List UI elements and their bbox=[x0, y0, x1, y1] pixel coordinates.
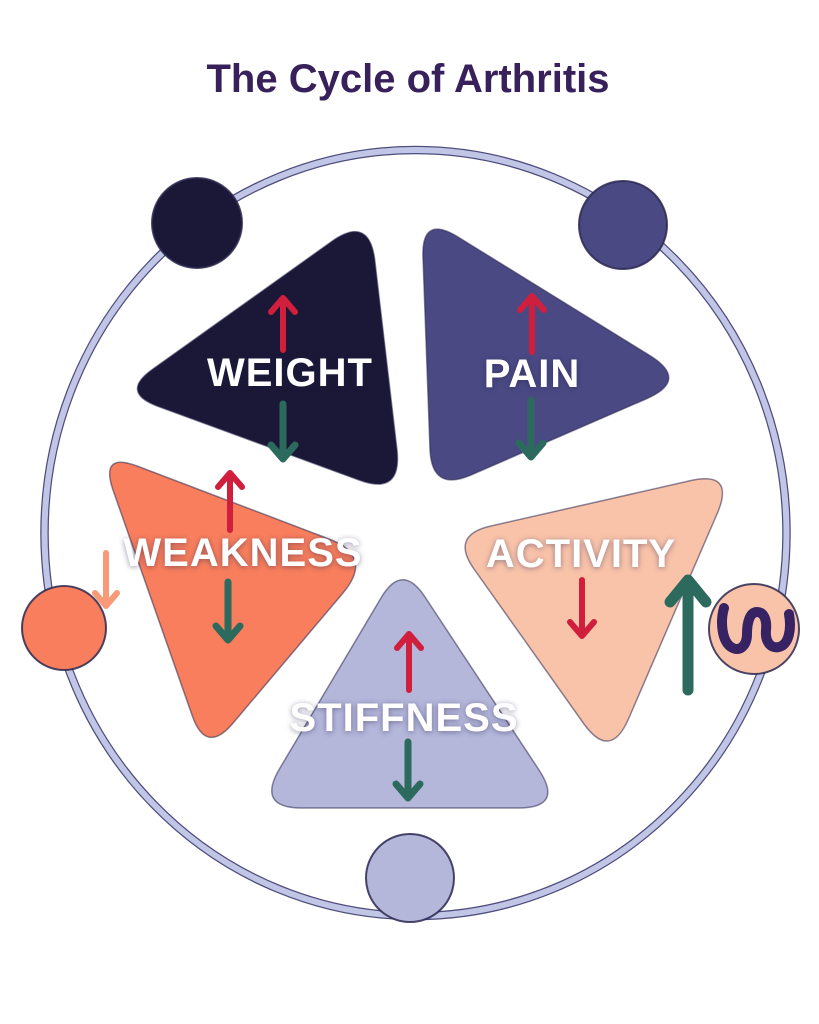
weight-increase-arrow-icon bbox=[268, 295, 298, 353]
petal-activity: ACTIVITY bbox=[464, 478, 724, 742]
petal-pain: PAIN bbox=[422, 228, 670, 481]
w-squiggle-logo-icon bbox=[717, 603, 795, 654]
stiffness-increase-arrow-icon bbox=[394, 631, 424, 693]
stiffness-decrease-arrow-icon bbox=[392, 738, 424, 802]
activity-shape bbox=[464, 478, 724, 742]
stiffness-shape bbox=[271, 579, 549, 809]
activity-decrease-arrow-icon bbox=[567, 577, 597, 639]
page-title: The Cycle of Arthritis bbox=[206, 57, 609, 101]
weakness-shape bbox=[108, 461, 357, 739]
pain-shape bbox=[422, 228, 670, 481]
activity-increase-arrow-icon bbox=[664, 574, 712, 696]
pain-increase-arrow-icon bbox=[517, 293, 547, 355]
weight-decrease-arrow-icon bbox=[267, 400, 299, 463]
salmon-down-arrow-icon bbox=[92, 550, 120, 609]
activity-label: ACTIVITY bbox=[486, 532, 676, 576]
weight-shape bbox=[136, 231, 399, 485]
navy-dot bbox=[151, 177, 243, 269]
pain-decrease-arrow-icon bbox=[515, 396, 547, 461]
petal-weight: WEIGHT bbox=[136, 231, 399, 485]
weakness-decrease-arrow-icon bbox=[212, 578, 244, 644]
weakness-increase-arrow-icon bbox=[215, 470, 245, 533]
weakness-label: WEAKNESS bbox=[123, 531, 362, 575]
pain-label: PAIN bbox=[484, 352, 581, 396]
stiffness-label: STIFFNESS bbox=[289, 696, 518, 740]
salmon-dot bbox=[21, 585, 107, 671]
weight-label: WEIGHT bbox=[207, 351, 373, 395]
lavender-dot bbox=[365, 833, 455, 923]
petal-weakness: WEAKNESS bbox=[108, 461, 362, 739]
indigo-dot bbox=[578, 180, 668, 270]
petal-stiffness: STIFFNESS bbox=[271, 579, 549, 809]
